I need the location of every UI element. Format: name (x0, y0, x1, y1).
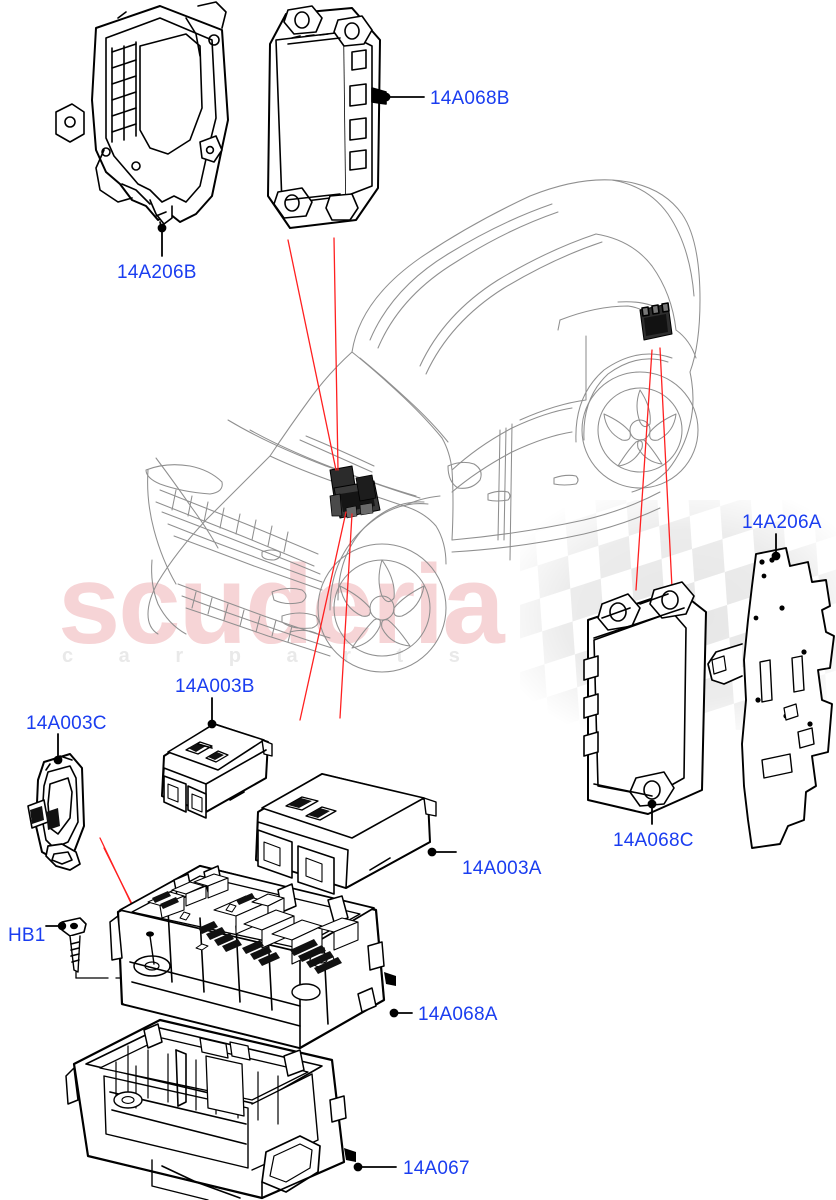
part-14A003B-module (161, 723, 273, 819)
leader-14A206B (157, 223, 167, 257)
part-label-14A067[interactable]: 14A067 (403, 1158, 470, 1179)
leader-14A003B (207, 697, 217, 729)
leader-14A068B (381, 92, 425, 102)
part-14A068B-module (267, 5, 387, 229)
part-14A067-housing (65, 1018, 356, 1200)
installed-module-rear (639, 302, 673, 341)
part-14A068A-fusebox (109, 864, 396, 1050)
part-label-14A003C[interactable]: 14A003C (26, 713, 107, 734)
part-label-14A068B[interactable]: 14A068B (430, 88, 510, 109)
leader-lines-red (99, 237, 673, 925)
part-label-14A206B[interactable]: 14A206B (117, 262, 197, 283)
part-label-14A206A[interactable]: 14A206A (742, 512, 822, 533)
part-label-14A003B[interactable]: 14A003B (175, 676, 255, 697)
leader-14A003A (427, 847, 457, 857)
leader-HB1 (45, 921, 67, 931)
vehicle-outline (145, 179, 701, 673)
leader-14A003C (53, 733, 63, 765)
leader-14A068A (389, 1008, 413, 1018)
leader-14A067 (353, 1162, 397, 1172)
part-14A068C-module (583, 581, 707, 815)
part-label-14A068C[interactable]: 14A068C (613, 830, 694, 851)
part-14A206A-bracket (707, 547, 835, 849)
installed-module-front (329, 465, 381, 519)
part-14A003A-module (255, 773, 437, 895)
leader-14A206A (771, 533, 781, 561)
part-label-HB1[interactable]: HB1 (8, 925, 46, 946)
part-14A003C-module (27, 753, 85, 871)
leader-14A068C (647, 799, 657, 825)
part-14A206B-bracket (55, 1, 229, 231)
part-label-14A068A[interactable]: 14A068A (418, 1004, 498, 1025)
part-label-14A003A[interactable]: 14A003A (462, 858, 542, 879)
